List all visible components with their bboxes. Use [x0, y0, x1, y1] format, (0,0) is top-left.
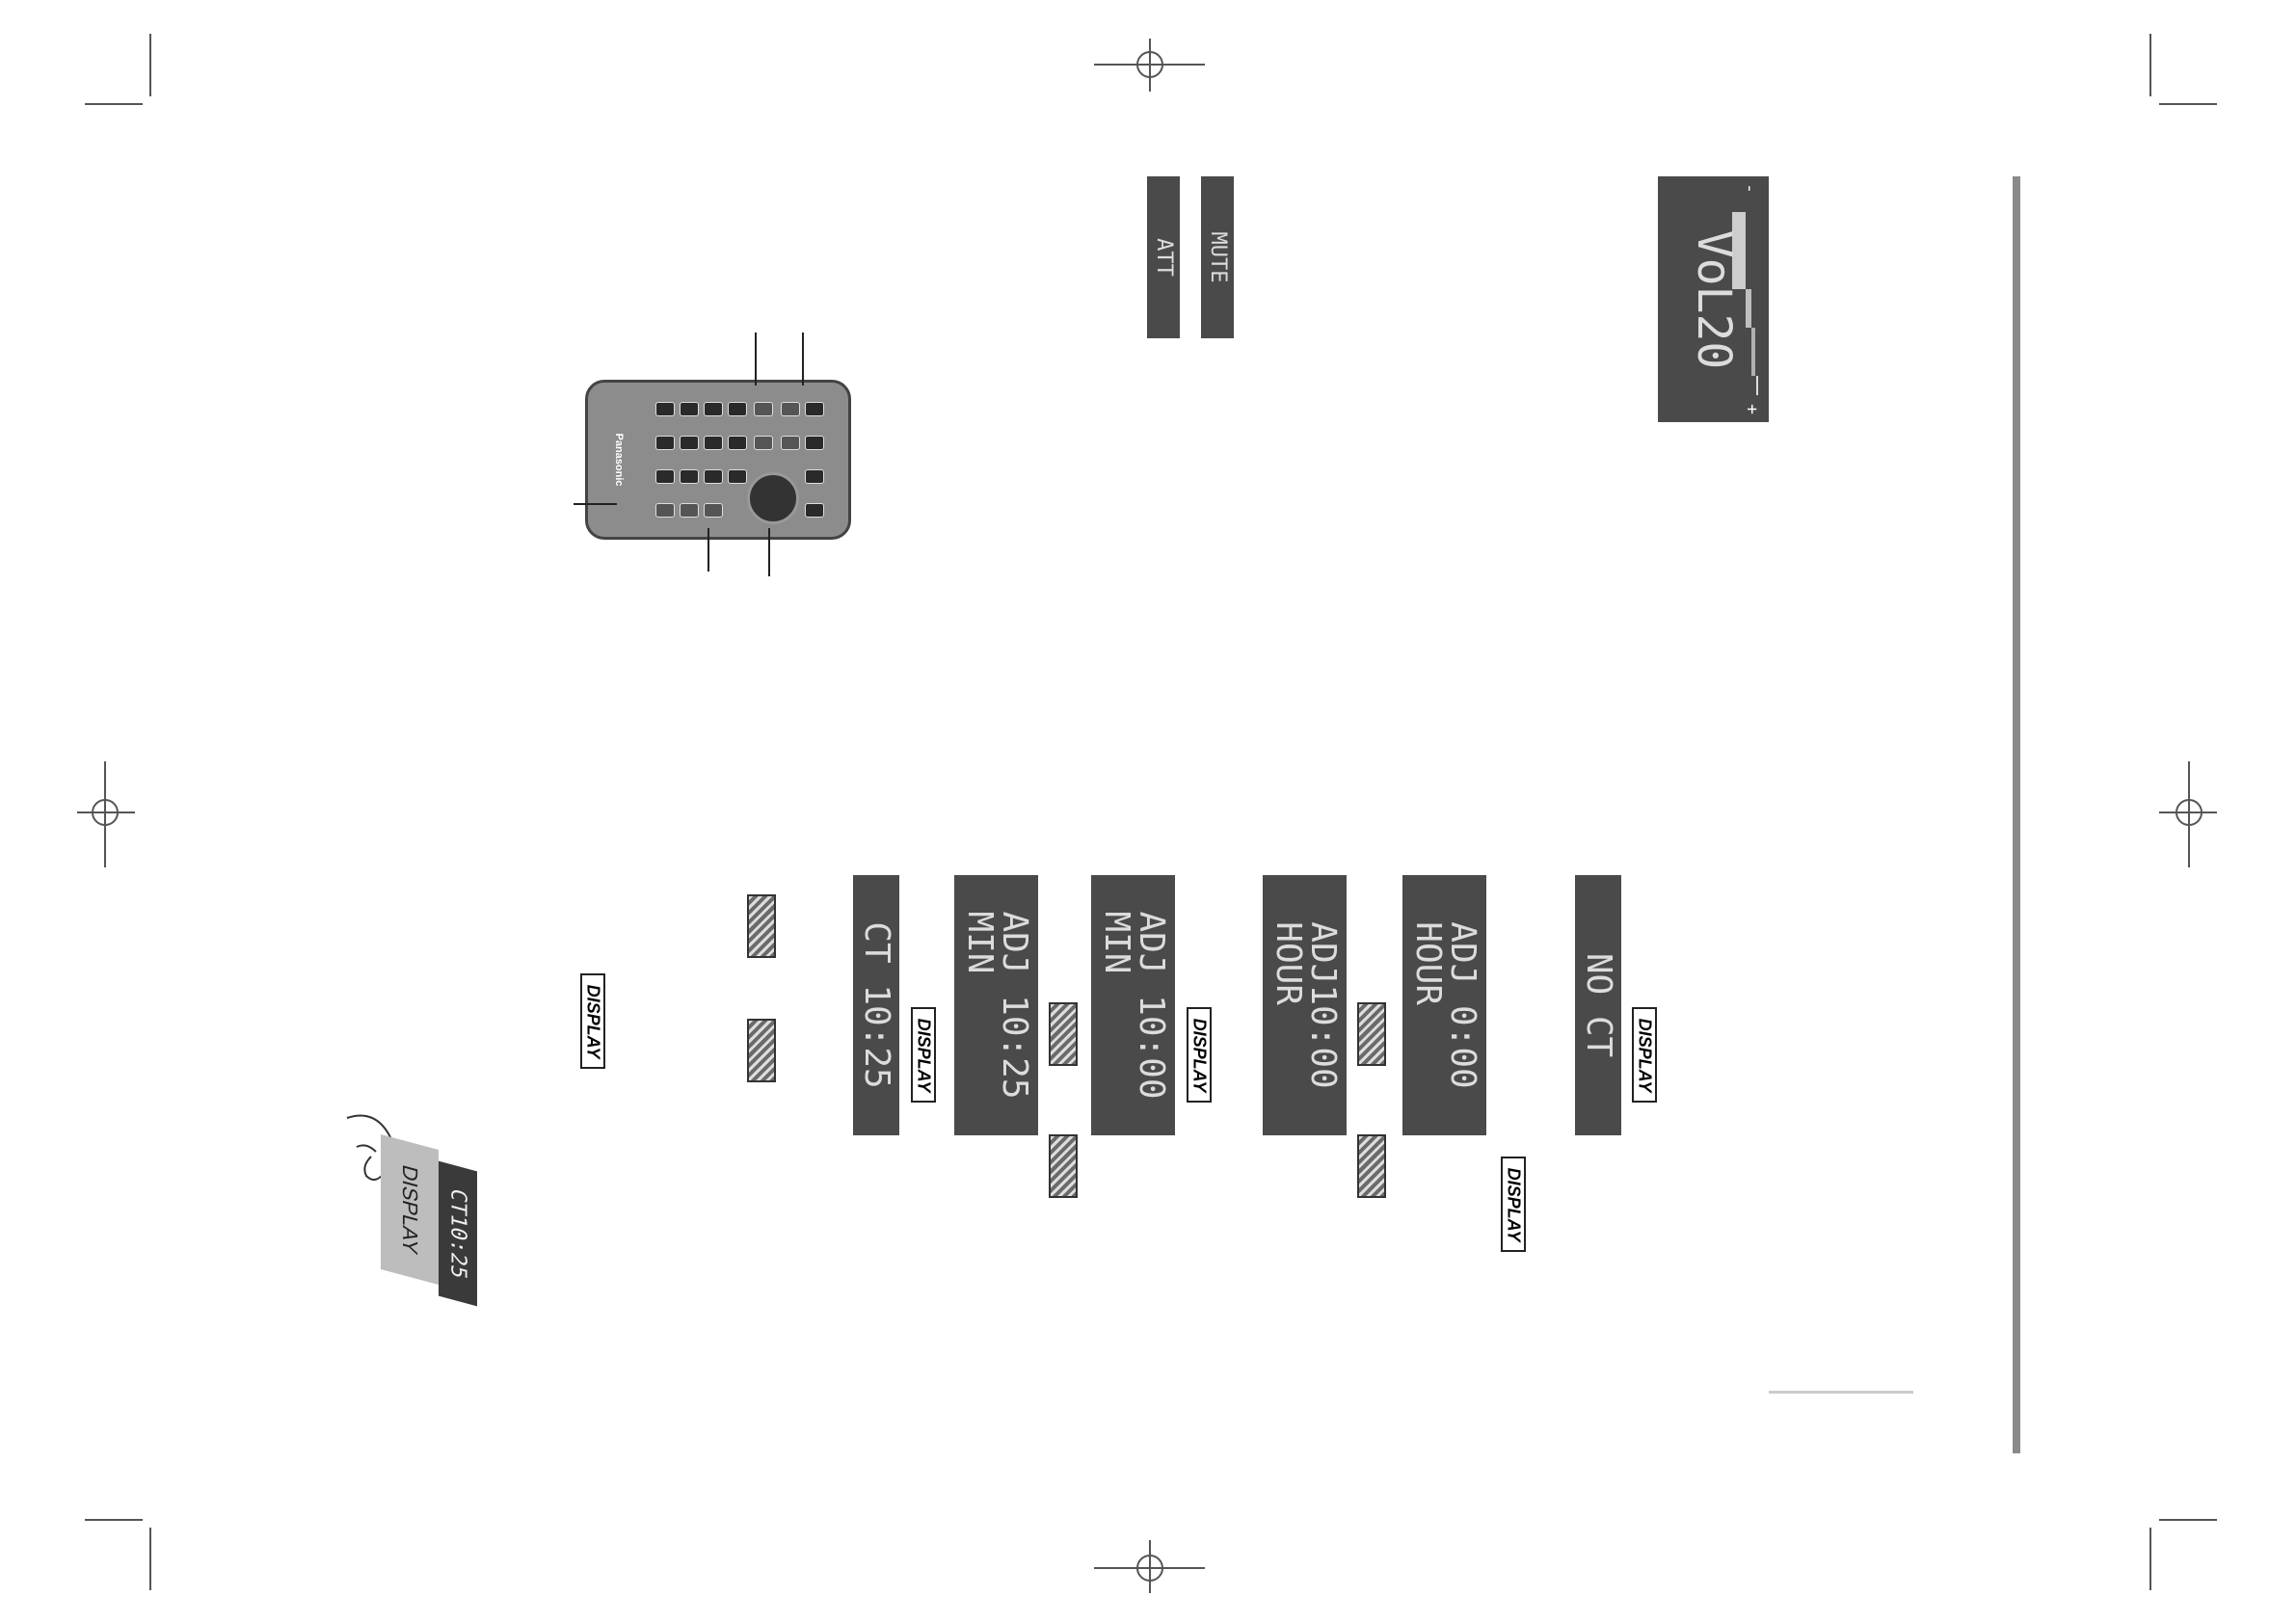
display-key: DISPLAY: [580, 973, 605, 1069]
remote-button: [805, 469, 824, 484]
remote-button: [680, 436, 699, 450]
display-key: DISPLAY: [1187, 1007, 1212, 1103]
page-number-rule: [1769, 1391, 1913, 1394]
remote-button: [728, 436, 747, 450]
remote-button: [805, 436, 824, 450]
remote-button: [728, 402, 747, 416]
att-label: ATT: [1152, 238, 1176, 277]
lcd-adj-min-blink: ADJ 10:00 MIN: [1091, 875, 1175, 1135]
volume-minus-label: -: [1739, 183, 1760, 194]
remote-button: [704, 469, 723, 484]
down-arrow-button: [747, 894, 776, 958]
remote-button: [754, 436, 773, 450]
remote-button: [680, 503, 699, 518]
display-key: DISPLAY: [911, 1007, 936, 1103]
lcd-ct-final: CT 10:25: [853, 875, 899, 1135]
display-press-illustration: DISPLAY CT10:25: [337, 1099, 511, 1311]
remote-button: [728, 469, 747, 484]
up-arrow-button: [1049, 1134, 1078, 1198]
remote-button: [655, 402, 675, 416]
remote-leader-line: [802, 333, 804, 386]
remote-button: [805, 503, 824, 518]
up-arrow-button: [747, 1019, 776, 1082]
mute-display: MUTE: [1201, 176, 1234, 338]
down-arrow-button: [1357, 1002, 1386, 1066]
remote-button: [781, 402, 800, 416]
lcd-no-ct: NO CT: [1575, 875, 1621, 1135]
down-arrow-button: [1049, 1002, 1078, 1066]
lcd-adj-hour-blink: ADJ 0:00 HOUR: [1402, 875, 1486, 1135]
remote-button: [680, 402, 699, 416]
display-key: DISPLAY: [1501, 1157, 1526, 1252]
remote-button: [704, 402, 723, 416]
remote-leader-line: [574, 503, 617, 505]
remote-button: [655, 469, 675, 484]
remote-leader-line: [707, 528, 709, 572]
volume-bar-graph: [1732, 212, 1758, 395]
remote-button: [680, 469, 699, 484]
remote-button: [754, 402, 773, 416]
lcd-adj-min: ADJ 10:25 MIN: [954, 875, 1038, 1135]
up-arrow-button: [1357, 1134, 1386, 1198]
remote-brand: Panasonic: [613, 433, 625, 487]
remote-button: [781, 436, 800, 450]
remote-leader-line: [755, 333, 757, 386]
lcd-adj-hour: ADJ10:00 HOUR: [1263, 875, 1347, 1135]
display-key: DISPLAY: [1632, 1007, 1657, 1103]
remote-button: [655, 436, 675, 450]
page-side-bar: [2013, 176, 2020, 1453]
remote-control: Panasonic: [585, 380, 851, 540]
att-display: ATT: [1147, 176, 1180, 338]
volume-plus-label: +: [1741, 404, 1762, 414]
mute-label: MUTE: [1206, 231, 1230, 283]
remote-button: [655, 503, 675, 518]
remote-button: [805, 402, 824, 416]
remote-button: [704, 503, 723, 518]
display-key-illustration: DISPLAY: [381, 1133, 439, 1286]
lcd-illustration: CT10:25: [439, 1160, 477, 1307]
remote-leader-line: [768, 528, 770, 576]
remote-button: [704, 436, 723, 450]
joystick-icon: [747, 472, 799, 524]
